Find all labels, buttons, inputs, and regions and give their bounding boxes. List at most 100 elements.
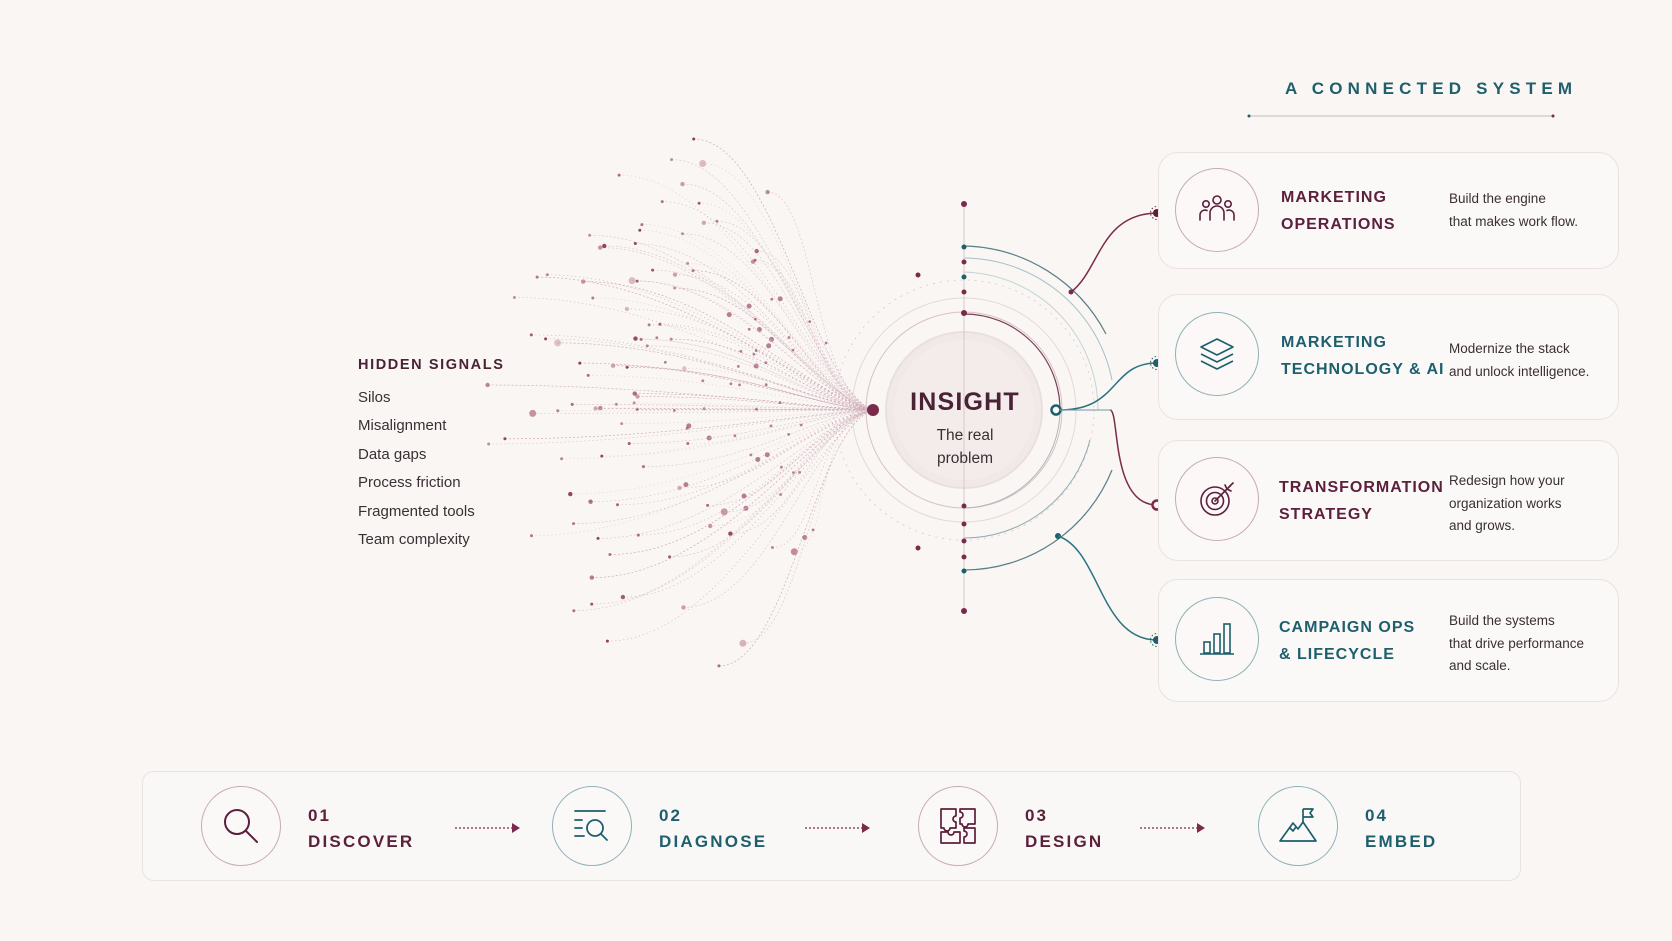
card-icon-circle (1175, 457, 1259, 541)
signal-particle (503, 437, 507, 441)
signal-particle (764, 383, 768, 387)
signal-strand (595, 408, 874, 411)
signal-particle (715, 219, 719, 223)
card-title: MARKETING OPERATIONS (1281, 189, 1396, 233)
signal-particle (485, 382, 490, 388)
signal-particle (769, 424, 773, 428)
step-icon-circle (918, 786, 998, 866)
signal-particle (628, 277, 636, 285)
signal-strand (504, 409, 874, 440)
signal-particle (570, 402, 574, 406)
service-card-transformation-strategy[interactable]: TRANSFORMATION STRATEGY Redesign how you… (1158, 440, 1619, 561)
step-number: 04 (1365, 806, 1388, 825)
signal-particle (655, 336, 659, 340)
signal-strand (641, 224, 874, 411)
signal-particle (591, 296, 595, 300)
signal-particle (608, 553, 612, 556)
signal-strand (629, 409, 874, 444)
signal-particle (720, 508, 728, 516)
signal-particle (593, 406, 598, 411)
signal-particle (755, 457, 761, 462)
signal-particle (663, 360, 667, 364)
signal-particle (754, 248, 759, 254)
signal-item: Process friction (358, 474, 461, 492)
signal-particle (770, 297, 774, 301)
signal-particle (651, 268, 655, 272)
signal-strand (514, 297, 874, 411)
signal-strand (616, 403, 874, 411)
signal-strand (637, 396, 874, 411)
signal-particle (741, 493, 747, 499)
arrow-right-icon (1140, 823, 1205, 833)
card-description: Redesign how your organization works and… (1449, 473, 1565, 533)
signal-strand (772, 409, 874, 548)
signal-particle (755, 407, 758, 411)
signal-strand (570, 409, 874, 495)
signal-particle (739, 639, 747, 647)
signal-particle (683, 482, 689, 488)
signal-particle (560, 457, 564, 461)
signal-particle (588, 233, 592, 237)
signal-particle (790, 548, 798, 556)
card-title: TRANSFORMATION STRATEGY (1279, 479, 1444, 523)
signal-particle (616, 503, 619, 507)
list-search-icon (574, 810, 608, 841)
signal-particle (729, 382, 733, 386)
signal-strand (716, 221, 874, 411)
signal-particle (670, 158, 673, 162)
signal-strand (643, 409, 874, 467)
step-name: DESIGN (1025, 832, 1104, 851)
signal-strand (532, 409, 874, 414)
signal-particle (598, 405, 603, 411)
signal-particle (635, 279, 639, 283)
signal-strand (679, 409, 874, 489)
service-card-marketing-operations[interactable]: MARKETING OPERATIONS Build the engine th… (1158, 152, 1619, 269)
signal-particle (598, 245, 603, 250)
signal-particle (636, 533, 640, 537)
signal-particle (590, 602, 594, 606)
layers-icon (1200, 338, 1234, 370)
signal-strand (639, 230, 874, 411)
signal-strand (756, 250, 874, 411)
signal-particle (669, 337, 673, 341)
signal-particle (600, 454, 604, 458)
signal-particle (697, 201, 701, 205)
card-icon-circle (1175, 597, 1259, 681)
signal-particle (596, 536, 600, 540)
signal-strand (590, 409, 874, 502)
signal-particle (753, 258, 757, 262)
signal-particle (728, 531, 733, 536)
signal-particle (645, 344, 649, 348)
signal-particle (572, 609, 576, 613)
signal-particle (802, 535, 808, 540)
signal-strand (635, 338, 874, 411)
signal-strand (583, 281, 874, 411)
signal-strand (692, 270, 874, 411)
step-icon-circle (552, 786, 632, 866)
section-title: A CONNECTED SYSTEM (1285, 79, 1578, 98)
service-card-campaign-ops[interactable]: CAMPAIGN OPS & LIFECYCLE Build the syste… (1158, 579, 1619, 702)
signal-particle (764, 452, 770, 458)
signal-strand (674, 287, 874, 411)
signal-strand (703, 222, 874, 411)
signal-particle (668, 555, 672, 559)
signal-particle (701, 379, 705, 383)
signal-strand (600, 247, 874, 411)
signal-strand (674, 274, 874, 411)
signal-strand (573, 409, 874, 611)
signal-particle (620, 422, 624, 426)
signal-particle (673, 409, 676, 412)
signal-strand (649, 324, 874, 411)
signal-strand (617, 409, 874, 505)
signal-particle (766, 343, 772, 349)
signal-strand (702, 163, 874, 411)
signal-strand (671, 159, 874, 411)
signal-particle (568, 491, 573, 497)
signal-strand (613, 365, 874, 411)
signal-particle (747, 327, 751, 331)
signal-particle (614, 402, 618, 406)
service-card-marketing-technology[interactable]: MARKETING TECHNOLOGY & AI Modernize the … (1158, 294, 1619, 420)
signal-strand (619, 174, 874, 411)
signal-particle (756, 327, 762, 332)
signal-strand (547, 274, 874, 411)
